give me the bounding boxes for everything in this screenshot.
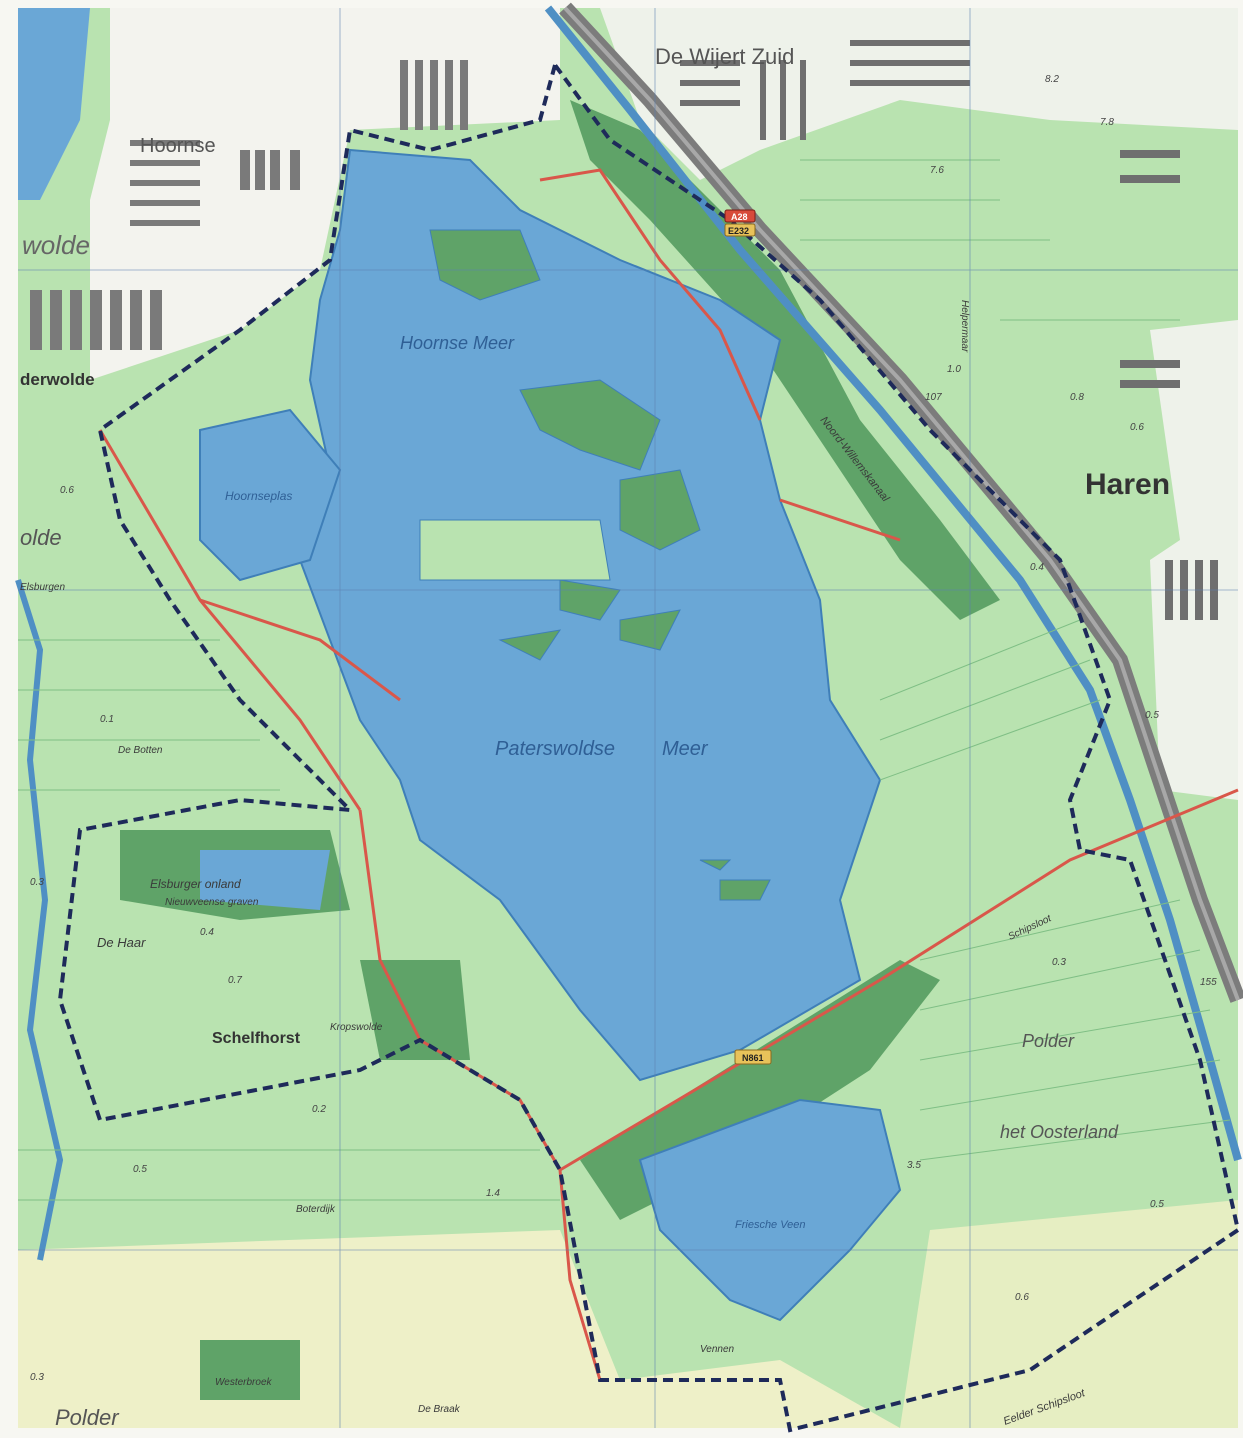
spot-height: 7.6 [930,165,944,176]
spot-height: 155 [1200,977,1217,988]
label-westerbroek: Westerbroek [215,1377,273,1388]
spot-height: 0.6 [60,485,74,496]
pond-elsburger [200,850,330,910]
spot-height: 0.5 [1145,710,1159,721]
label-wolde: wolde [22,230,90,260]
spot-height: 1.4 [486,1188,500,1199]
spot-height: 0.6 [1130,422,1144,433]
label-de-haar: De Haar [97,935,146,950]
spot-height: 107 [925,392,942,403]
spot-height: 0.7 [228,975,242,986]
spot-height: 0.5 [133,1164,147,1175]
shield-e232: E232 [724,223,756,237]
label-boterdijk: Boterdijk [296,1204,336,1215]
label-polder-oosterland: Polder [1022,1031,1075,1051]
label-hoornse: Hoornse [140,135,216,157]
label-hoornse-meer: Hoornse Meer [400,333,515,353]
label-elsburger-sub: Nieuwveense graven [165,897,259,908]
spot-height: 0.5 [1150,1199,1164,1210]
label-schelfhorst: Schelfhorst [212,1030,301,1047]
label-helpermaar: Helpermaar [959,300,970,353]
spot-heights: 0.6 0.7 0.4 0.5 0.2 0.1 0.3 0.8 1.4 7.6 … [30,74,1217,1383]
spot-height: 0.4 [200,927,214,938]
urban-area-ne [600,8,1238,180]
label-polder-west: olde [20,525,62,550]
label-haren: Haren [1085,468,1170,501]
area-boundary [57,60,1241,1433]
label-de-botten: De Botten [118,745,163,756]
spot-height: 8.2 [1045,74,1059,85]
label-polder-bottom: Polder [55,1405,120,1430]
canal-west [15,579,64,1261]
label-kropswolde: Kropswolde [330,1022,383,1033]
roads [98,168,1239,1381]
svg-text:A28: A28 [731,212,748,222]
spot-height: 0.3 [1052,957,1066,968]
svg-text:N861: N861 [742,1053,764,1063]
urban-area-nw [90,8,560,380]
building-blocks-nw [30,60,468,350]
label-friesche-veen: Friesche Veen [735,1219,806,1231]
noord-willemskanaal [544,5,1242,1162]
label-vennen: Vennen [700,1344,735,1355]
ditch-lines [18,159,1231,1201]
spot-height: 0.3 [30,1372,44,1383]
label-meer: Meer [662,738,709,760]
spot-height: 0.6 [1015,1292,1029,1303]
label-elsburger: Elsburger onland [150,877,241,891]
svg-text:E232: E232 [728,226,749,236]
label-derwolde: derwolde [20,370,95,389]
shield-a28: A28 [724,209,756,223]
spot-height: 1.0 [947,364,961,375]
shield-n861: N861 [734,1049,772,1065]
label-wijert-zuid: De Wijert Zuid [655,44,794,69]
label-paterswoldse: Paterswoldse [495,738,615,760]
spot-height: 0.3 [30,877,44,888]
label-hoornseplas: Hoornseplas [225,489,292,503]
lake-northwest [18,8,90,200]
lake-hoornseplas [199,408,342,582]
label-de-braak: De Braak [418,1404,461,1415]
spot-height: 0.4 [1030,562,1044,573]
grid-lines [18,8,1238,1428]
urban-area-haren [1150,320,1238,800]
spot-height: 0.1 [100,714,114,725]
spot-height: 0.8 [1070,392,1084,403]
spot-height: 7.8 [1100,117,1114,128]
spot-height: 0.2 [312,1104,326,1115]
farmland-southeast [900,1200,1238,1428]
label-elsburgen: Elsburgen [20,582,65,593]
label-het-oosterland: het Oosterland [1000,1122,1119,1142]
spot-height: 3.5 [907,1160,921,1171]
